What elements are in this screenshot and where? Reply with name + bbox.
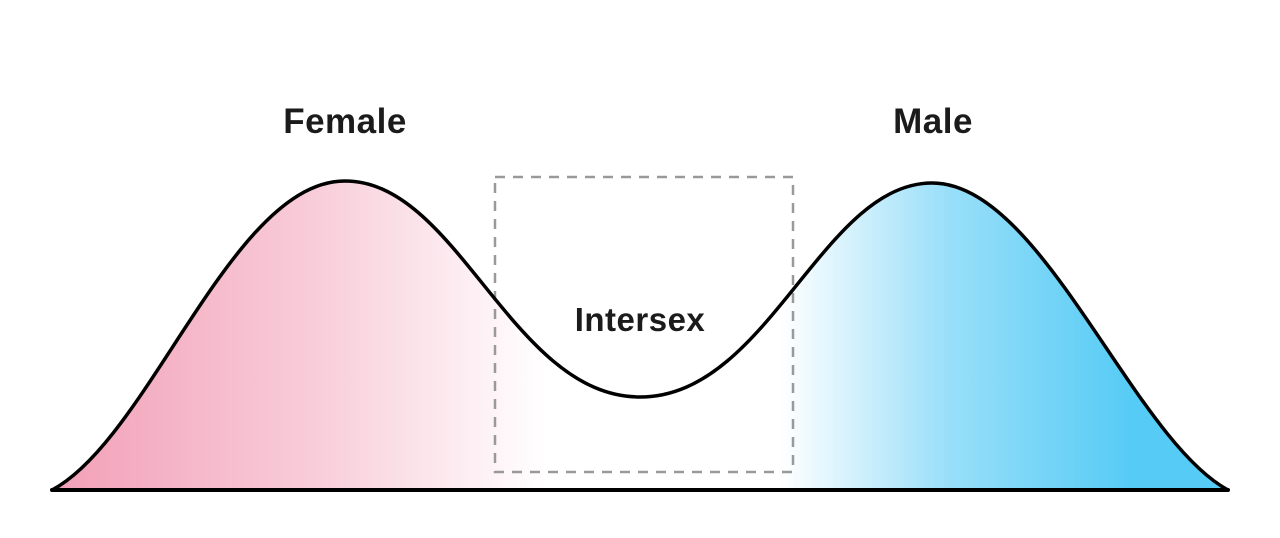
female-label: Female [283, 102, 407, 141]
male-label: Male [893, 102, 973, 141]
intersex-dashed-box [493, 175, 795, 474]
distribution-curve-outline [50, 179, 1230, 492]
distribution-area-fill [52, 181, 1228, 490]
intersex-label: Intersex [575, 301, 706, 338]
